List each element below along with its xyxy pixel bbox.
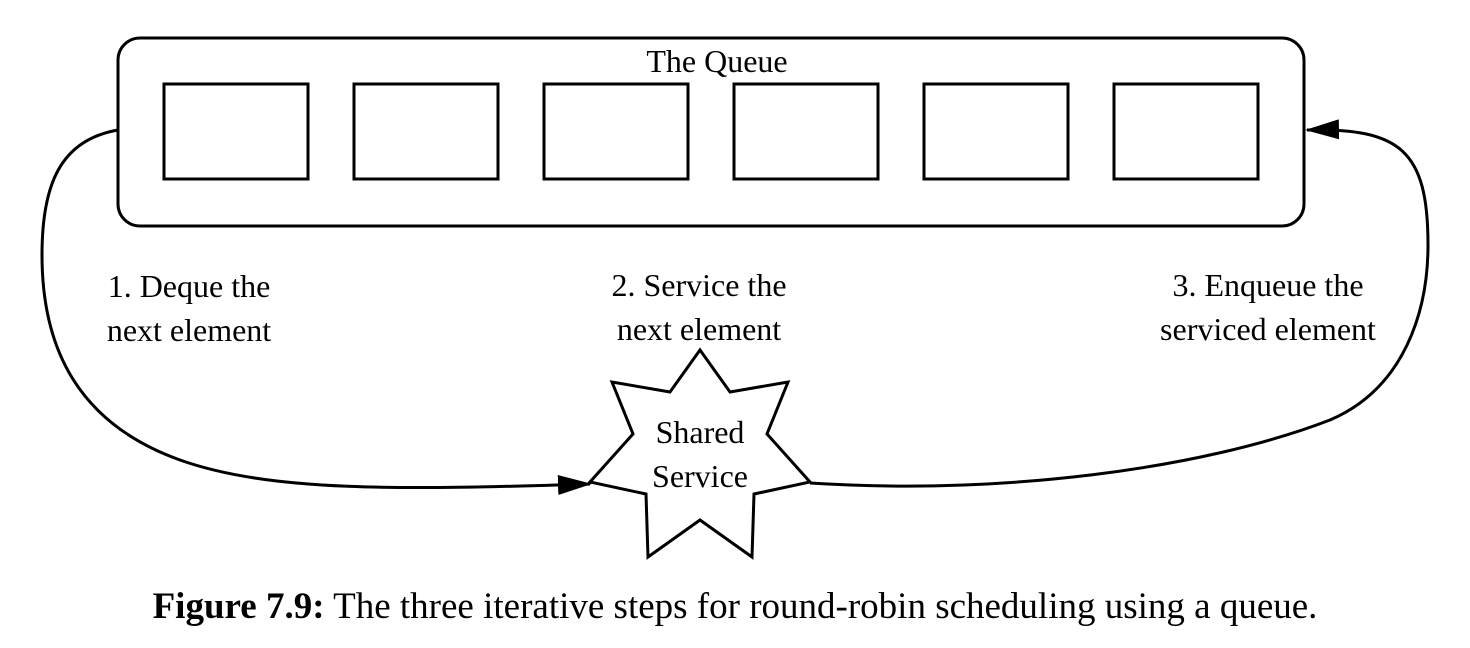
shared-service-label-line2: Service xyxy=(652,458,748,494)
step-2-label-line2: next element xyxy=(617,311,781,347)
queue-container xyxy=(116,36,1306,228)
step-2-label-line1: 2. Service the xyxy=(611,267,786,303)
queue-slot xyxy=(162,82,310,181)
queue-slot xyxy=(352,82,500,181)
queue-slot xyxy=(542,82,690,181)
step-3-label-line1: 3. Enqueue the xyxy=(1172,267,1363,303)
step-3-label-line2: serviced element xyxy=(1160,311,1376,347)
enqueue-arrow xyxy=(809,119,1430,488)
queue-slot xyxy=(922,82,1070,181)
dequeue-arrow xyxy=(40,128,592,496)
figure-caption: Figure 7.9: The three iterative steps fo… xyxy=(0,585,1470,628)
queue-title: The Queue xyxy=(646,43,787,79)
figure-caption-label: Figure 7.9: xyxy=(152,586,325,627)
queue-slots xyxy=(162,82,1260,181)
shared-service-label-line1: Shared xyxy=(656,414,745,450)
queue-slot xyxy=(1112,82,1260,181)
queue-slot xyxy=(732,82,880,181)
shared-service-star xyxy=(587,347,813,560)
figure-caption-text: The three iterative steps for round-robi… xyxy=(333,586,1318,627)
step-1-label-line2: next element xyxy=(107,312,271,348)
step-1-label-line1: 1. Deque the xyxy=(108,268,271,304)
